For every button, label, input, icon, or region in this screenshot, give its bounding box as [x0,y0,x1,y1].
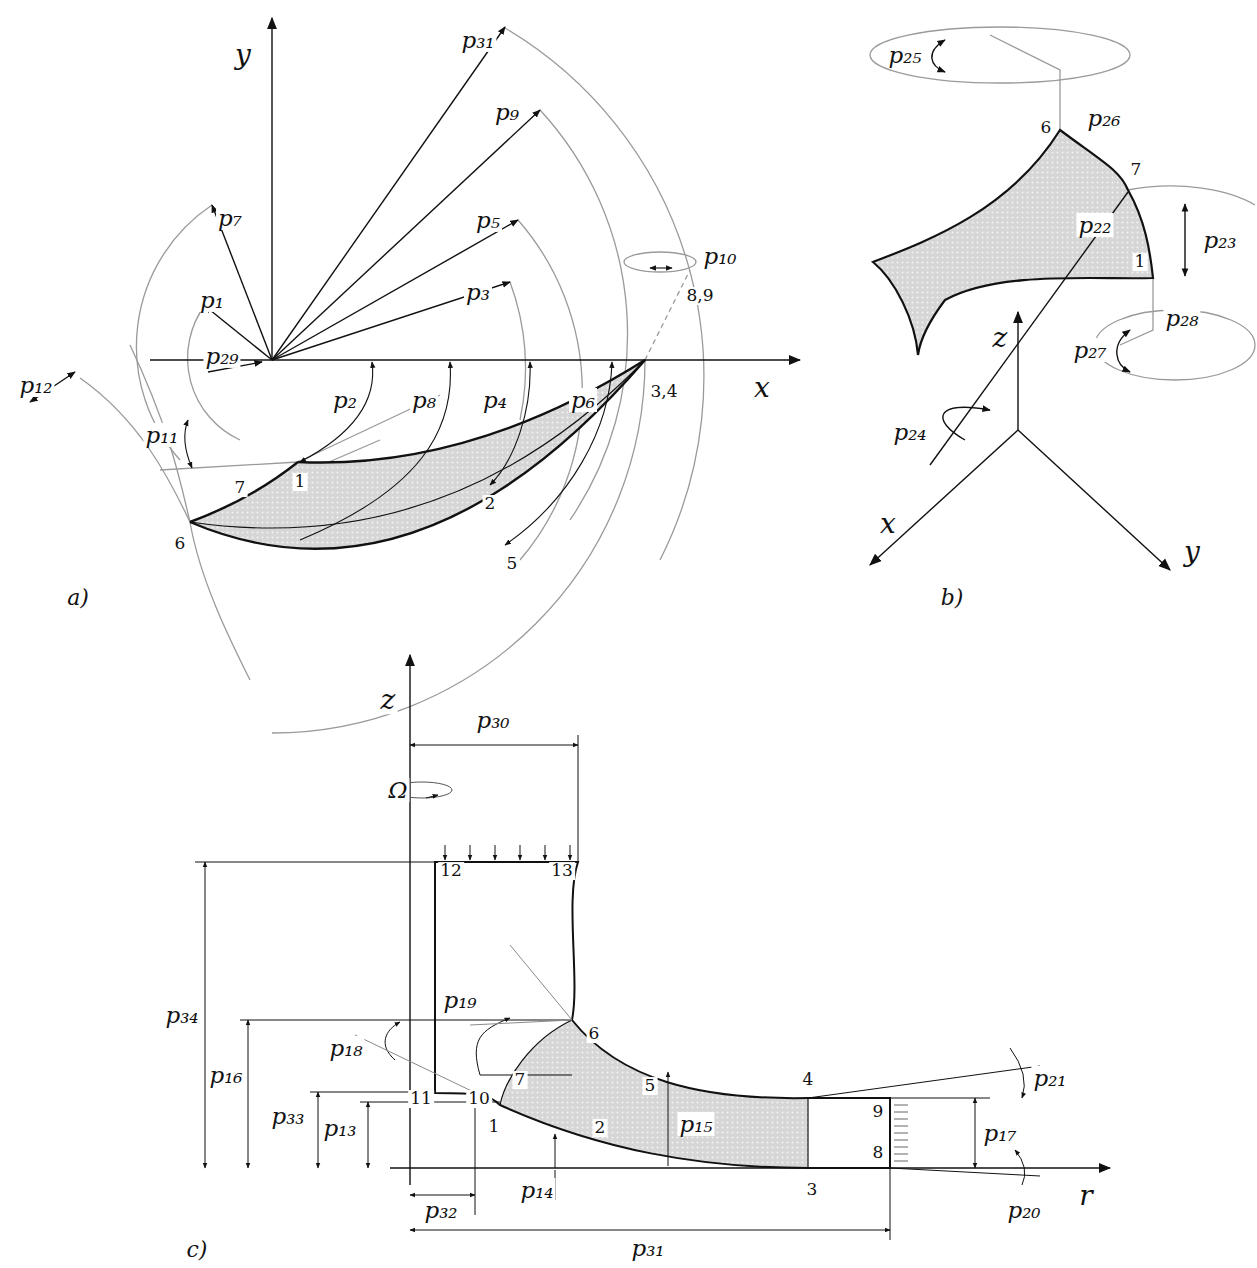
point-number: 1 [1133,253,1148,271]
point-number: 5 [643,1077,658,1095]
point-number: 1 [487,1118,502,1136]
parameter-label: p₃ [464,280,492,304]
parameter-label: p₁₇ [981,1121,1018,1145]
point-number: 6 [1039,119,1054,137]
point-number: 13 [549,862,575,880]
point-number: 5 [505,555,520,573]
point-number: 8,9 [684,287,715,305]
axis-label: z [991,323,1010,352]
parameter-label: p₃₁ [629,1236,666,1260]
axis-label: Ω [386,778,409,802]
parameter-label: p₁₃ [321,1116,358,1140]
panel-label: b) [939,586,966,609]
parameter-label: p₃₁ [459,28,496,52]
point-number: 3 [805,1181,820,1199]
parameter-label: p₃₂ [422,1198,459,1222]
parameter-label: p₂₀ [1005,1198,1042,1222]
parameter-label: p₂₁ [1031,1066,1068,1090]
parameter-label: p₉ [493,100,521,124]
parameter-label: p₁₁ [143,423,180,447]
axis-label: z [379,685,398,714]
point-number: 10 [466,1090,492,1108]
parameter-label: p₁₂ [17,373,54,397]
point-number: 7 [1129,161,1144,179]
parameter-label: p₁₈ [327,1036,364,1060]
parameter-label: p₂ [331,388,359,412]
parameter-label: p₁₄ [518,1178,555,1202]
point-number: 7 [233,479,248,497]
point-number: 12 [438,862,464,880]
point-number: 11 [408,1090,434,1108]
parameter-label: p₂₄ [891,420,928,444]
point-number: 4 [801,1071,816,1089]
parameter-label: p₂₂ [1076,213,1113,237]
point-number: 2 [593,1119,608,1137]
panel-label: c) [185,1238,210,1261]
point-number: 9 [871,1103,886,1121]
parameter-label: p₂₉ [203,344,240,368]
point-number: 8 [871,1144,886,1162]
point-number: 3,4 [648,383,679,401]
parameter-label: p₁₀ [701,244,738,268]
parameter-label: p₂₅ [886,43,923,67]
parameter-label: p₅ [474,208,502,232]
axis-label: y [233,40,253,69]
point-number: 6 [587,1025,602,1043]
parameter-label: p₃₄ [163,1003,200,1027]
parameter-label: p₆ [569,388,597,412]
axis-label: r [1077,1181,1094,1210]
parameter-label: p₃₀ [474,708,511,732]
axis-label: y [1182,537,1202,566]
point-number: 2 [483,495,498,513]
parameter-label: p₁₅ [677,1112,714,1136]
parameter-label: p₁ [198,288,226,312]
parameter-label: p₁₆ [207,1063,244,1087]
parameter-label: p₂₈ [1163,306,1200,330]
parameter-label: p₈ [410,388,438,412]
parameter-label: p₂₇ [1071,338,1108,362]
axis-label: x [752,373,772,402]
parameter-label: p₇ [216,206,244,230]
point-number: 7 [513,1071,528,1089]
parameter-label: p₂₃ [1201,228,1238,252]
parameter-label: p₄ [481,388,509,412]
point-number: 6 [173,535,188,553]
axis-label: x [878,509,898,538]
parameter-label: p₃₃ [269,1104,306,1128]
panel-label: a) [65,586,91,609]
parameter-label: p₁₉ [441,988,478,1012]
parameter-label: p₂₆ [1085,106,1122,130]
point-number: 1 [293,473,308,491]
